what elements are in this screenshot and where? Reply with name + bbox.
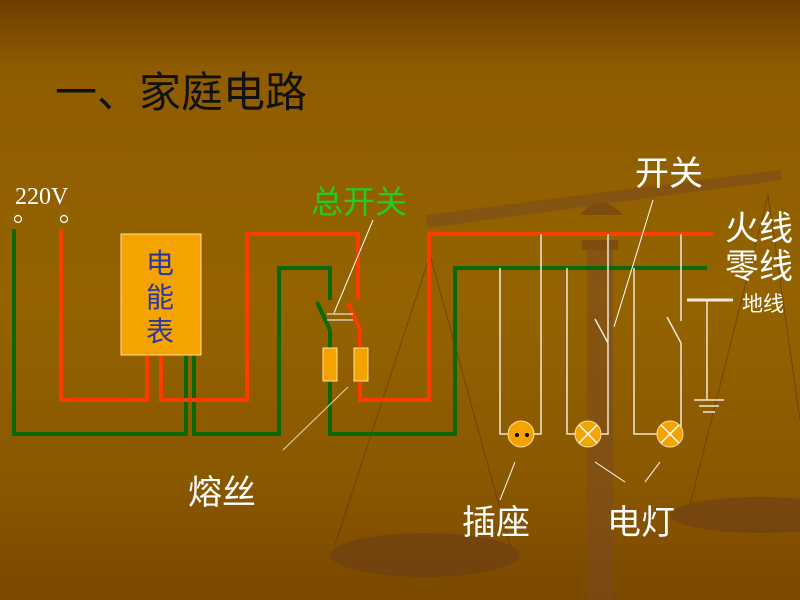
fuse-2 [353,347,369,382]
energy-meter [120,233,202,356]
lamp-icon-2 [656,420,684,448]
page-title: 一、家庭电路 [55,68,308,117]
neutral-wire-label: 零线 [725,247,793,287]
neutral-wire [12,229,707,436]
switch-label: 开关 [635,154,703,194]
ground-symbol [687,298,733,413]
branch-wires [499,234,683,435]
fuse-label: 熔丝 [188,473,256,513]
meter-label-2: 能 [146,281,175,314]
socket-label: 插座 [462,503,530,543]
ground-wire-label: 地线 [742,292,784,316]
terminal-live [59,214,69,224]
live-wire-label: 火线 [725,209,793,249]
main-switch-label: 总开关 [311,183,408,221]
pointer-lines [282,199,661,501]
lamp-label: 电灯 [607,503,675,543]
meter-label-1: 电 [146,247,175,280]
voltage-label: 220V [15,184,69,210]
terminal-neutral [13,214,23,224]
meter-label-3: 表 [146,315,175,348]
balance-scale-decoration [330,170,800,600]
fuse-1 [322,347,338,382]
lamp-icon-1 [574,420,602,448]
socket-icon [507,420,535,448]
